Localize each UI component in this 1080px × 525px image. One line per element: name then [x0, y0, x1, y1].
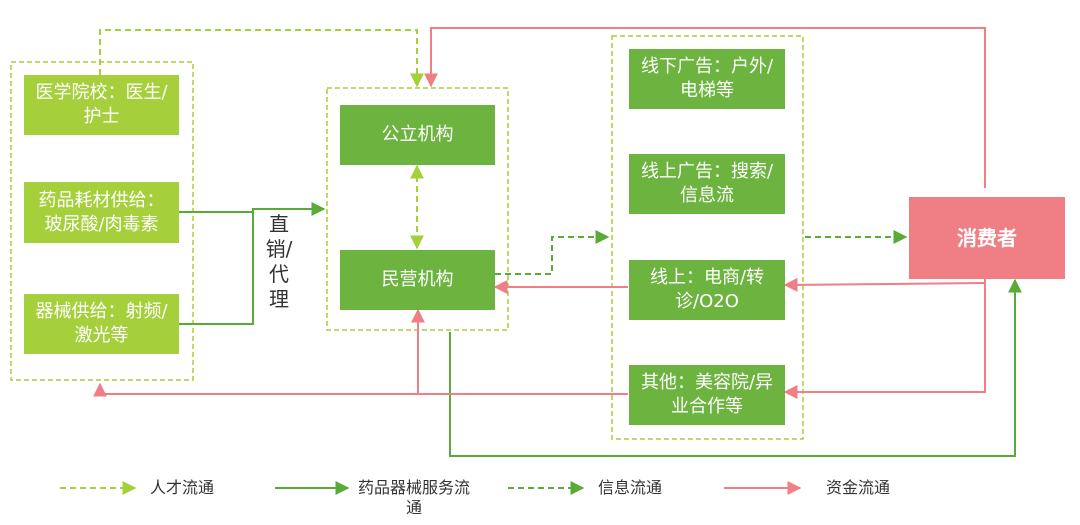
money-flow-arrow-online: [783, 277, 986, 292]
channel-group-frame: [611, 35, 804, 440]
legend-product-label: 药品器械服务流通: [358, 478, 471, 517]
node-other-channels: 其他：美容院/异业合作等: [629, 365, 785, 425]
supply-group-frame: [10, 61, 194, 381]
edge-label-direct-agent: 直销/代理: [265, 212, 293, 311]
money-flow-arrow-other: [783, 279, 986, 399]
node-drug-supply: 药品耗材供给：玻尿酸/肉毒素: [24, 182, 179, 243]
money-flow-arrow-top: [424, 27, 986, 188]
node-private-institution: 民营机构: [340, 250, 495, 310]
info-flow-arrow-private-channels: [495, 230, 610, 275]
node-consumer: 消费者: [909, 197, 1065, 279]
talent-flow-arrow-top: [99, 29, 424, 88]
money-flow-arrow-bottom: [93, 382, 628, 397]
legend-info-label: 信息流通: [598, 478, 663, 497]
node-online-ads: 线上广告：搜索/信息流: [629, 154, 785, 214]
legend-money-label: 资金流通: [826, 478, 891, 497]
node-online-ecommerce: 线上：电商/转诊/O2O: [629, 260, 785, 320]
node-med-school: 医学院校：医生/护士: [24, 75, 179, 135]
node-device-supply: 器械供给：射频/激光等: [24, 294, 179, 354]
node-offline-ads: 线下广告：户外/电梯等: [629, 49, 785, 109]
product-flow-arrow-device: [178, 202, 326, 325]
legend-talent-label: 人才流通: [150, 478, 215, 497]
node-public-institution: 公立机构: [340, 105, 495, 165]
